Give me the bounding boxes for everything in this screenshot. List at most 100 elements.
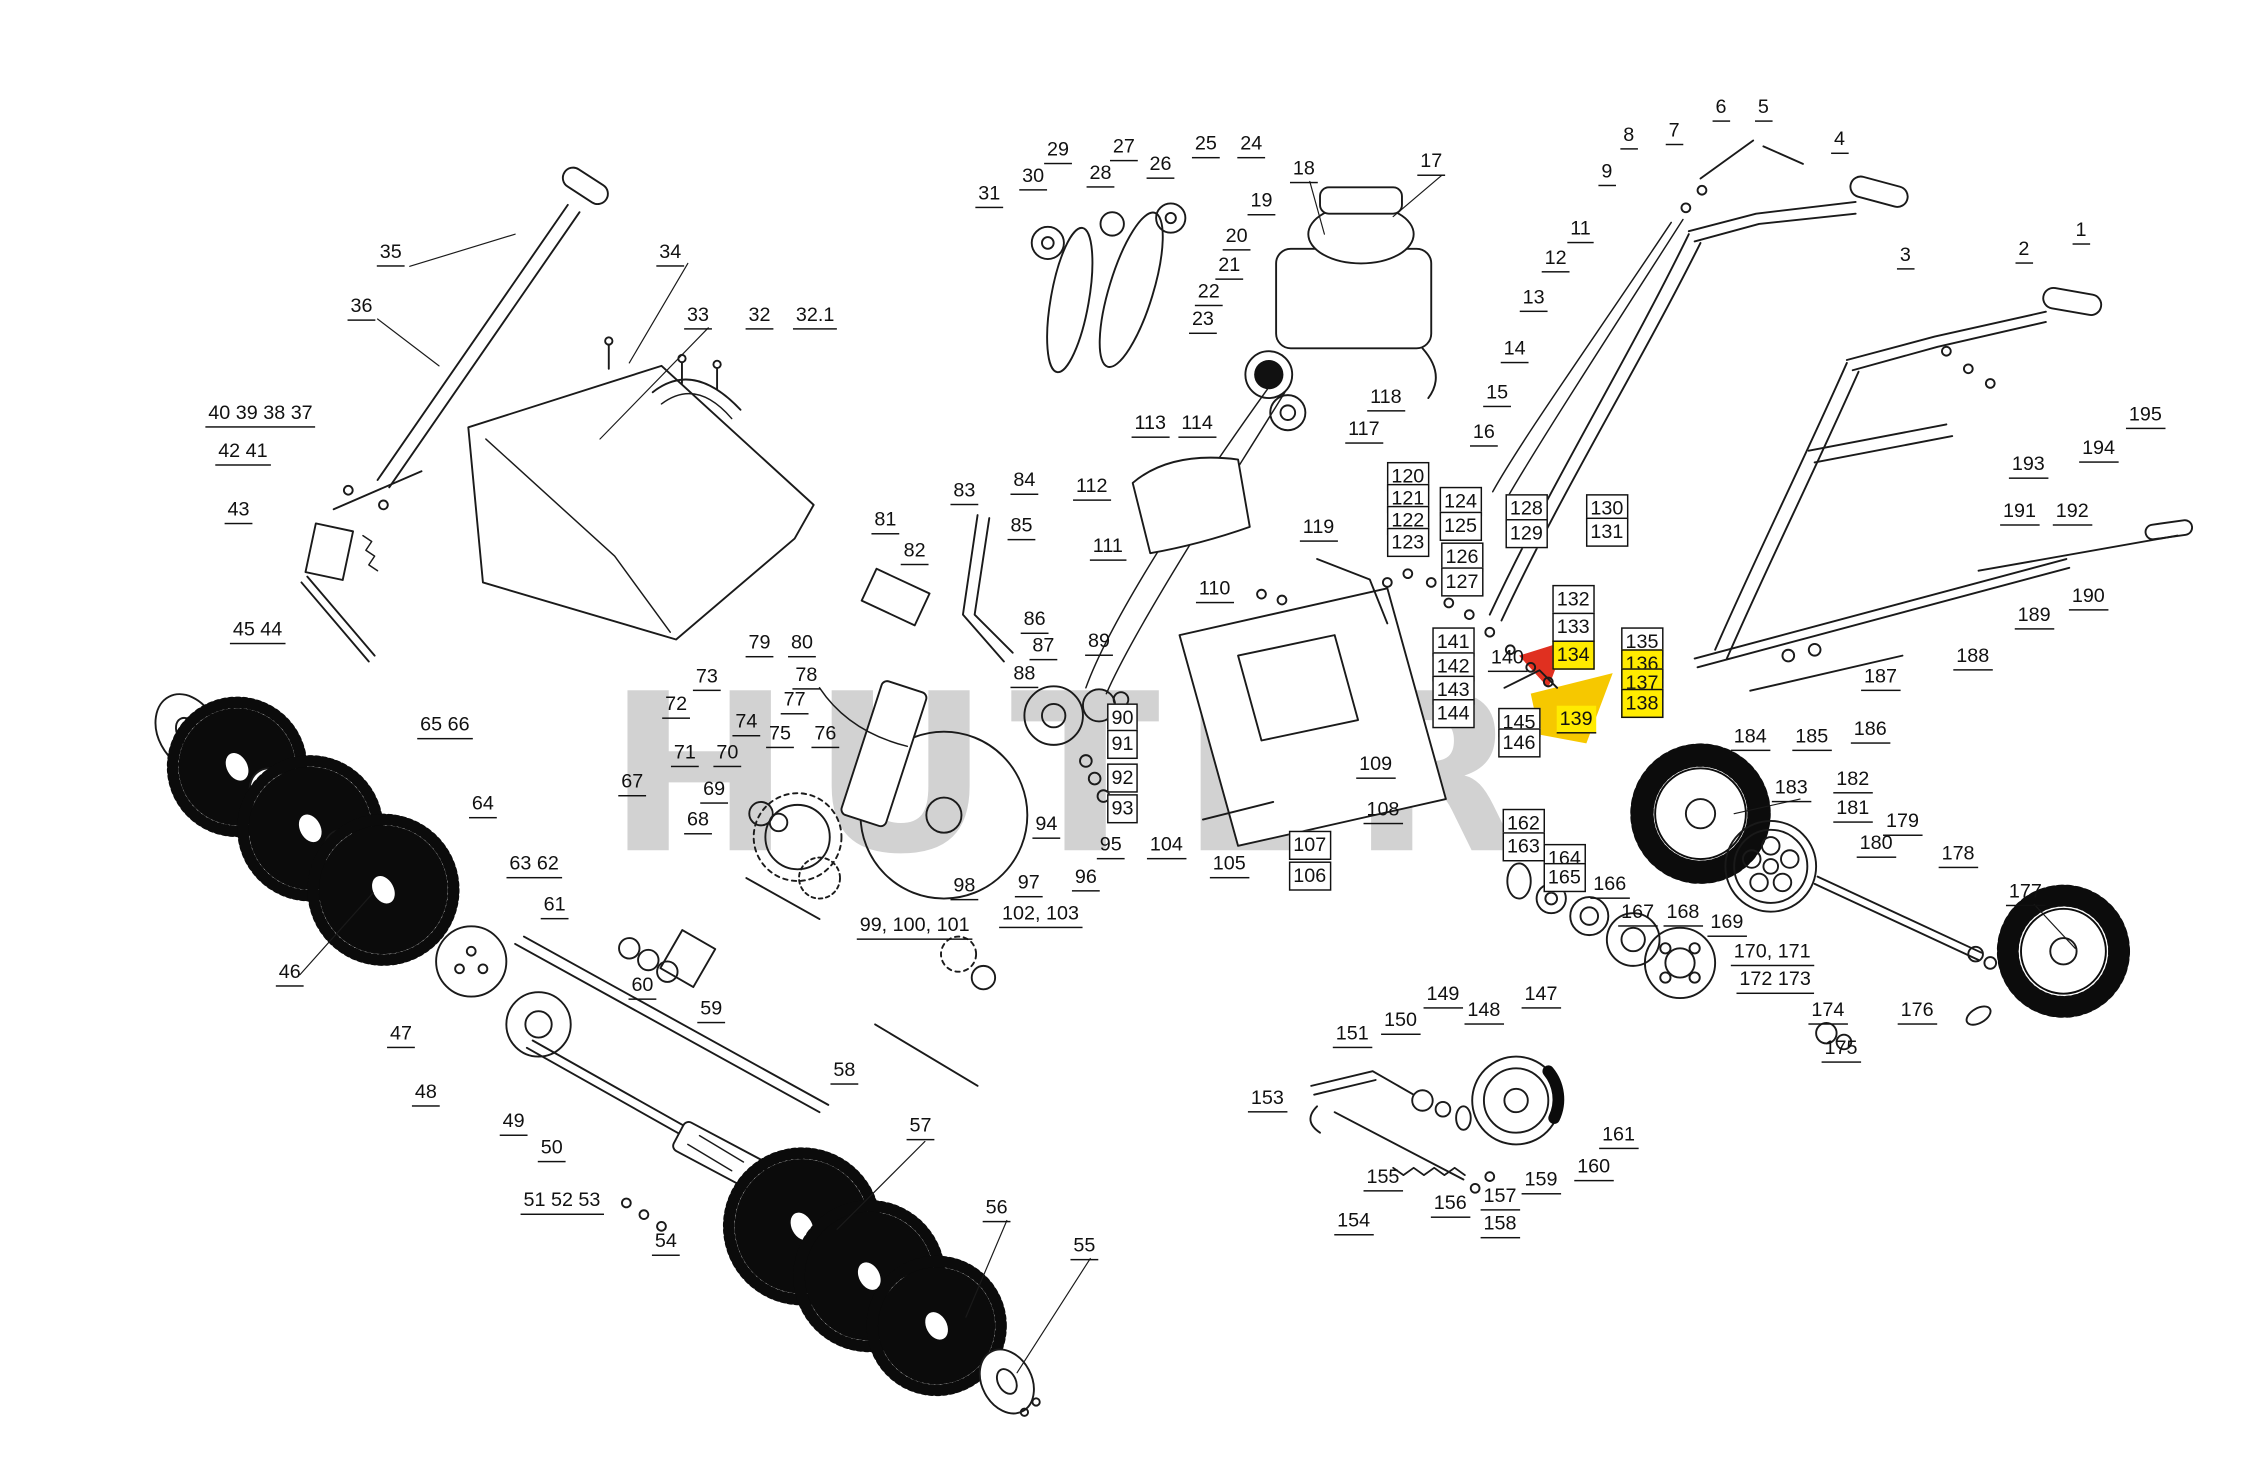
part-label-89[interactable]: 89 <box>1085 628 1113 656</box>
part-label-175[interactable]: 175 <box>1821 1035 1861 1063</box>
part-label-194[interactable]: 194 <box>2079 435 2118 463</box>
part-label-180[interactable]: 180 <box>1856 830 1896 858</box>
part-label-156[interactable]: 156 <box>1430 1190 1470 1218</box>
part-label-184[interactable]: 184 <box>1730 723 1770 751</box>
part-label-163[interactable]: 163 <box>1502 832 1545 861</box>
part-label-64[interactable]: 64 <box>469 791 497 818</box>
part-label-11[interactable]: 11 <box>1567 215 1594 243</box>
part-label-32.1[interactable]: 32.1 <box>792 302 838 329</box>
part-label-144[interactable]: 144 <box>1432 699 1475 728</box>
part-label-186[interactable]: 186 <box>1850 716 1890 744</box>
part-label-58[interactable]: 58 <box>830 1057 859 1085</box>
part-label-102-103[interactable]: 102, 103 <box>999 900 1082 928</box>
part-label-73[interactable]: 73 <box>692 663 721 691</box>
part-label-96[interactable]: 96 <box>1071 864 1100 891</box>
part-label-80[interactable]: 80 <box>788 630 816 657</box>
part-label-166[interactable]: 166 <box>1590 871 1630 899</box>
part-label-108[interactable]: 108 <box>1363 796 1403 824</box>
part-label-93[interactable]: 93 <box>1107 794 1138 823</box>
part-label-77[interactable]: 77 <box>780 687 809 714</box>
part-label-183[interactable]: 183 <box>1771 775 1811 802</box>
part-label-3[interactable]: 3 <box>1896 242 1914 269</box>
part-label-72[interactable]: 72 <box>662 691 691 719</box>
part-label-126[interactable]: 126 <box>1441 542 1483 572</box>
part-label-123[interactable]: 123 <box>1386 527 1429 557</box>
part-label-87[interactable]: 87 <box>1029 633 1058 660</box>
part-label-159[interactable]: 159 <box>1521 1167 1561 1194</box>
part-label-42-41[interactable]: 42 41 <box>215 438 271 466</box>
part-label-68[interactable]: 68 <box>684 807 712 834</box>
part-label-22[interactable]: 22 <box>1194 278 1223 306</box>
part-label-158[interactable]: 158 <box>1480 1211 1520 1238</box>
part-label-9[interactable]: 9 <box>1598 158 1616 186</box>
part-label-97[interactable]: 97 <box>1014 870 1043 897</box>
part-label-33[interactable]: 33 <box>684 302 712 329</box>
part-label-109[interactable]: 109 <box>1356 751 1396 779</box>
part-label-131[interactable]: 131 <box>1585 517 1628 547</box>
part-label-127[interactable]: 127 <box>1441 567 1483 596</box>
part-label-19[interactable]: 19 <box>1247 188 1276 215</box>
part-label-185[interactable]: 185 <box>1792 723 1832 751</box>
part-label-169[interactable]: 169 <box>1707 909 1747 937</box>
part-label-81[interactable]: 81 <box>871 507 900 534</box>
part-label-151[interactable]: 151 <box>1332 1020 1372 1048</box>
part-label-70[interactable]: 70 <box>713 739 742 767</box>
part-label-43[interactable]: 43 <box>224 496 253 524</box>
part-label-57[interactable]: 57 <box>906 1113 935 1140</box>
part-label-14[interactable]: 14 <box>1500 335 1529 363</box>
part-label-13[interactable]: 13 <box>1519 284 1548 312</box>
part-label-18[interactable]: 18 <box>1289 155 1318 183</box>
part-label-30[interactable]: 30 <box>1019 163 1048 190</box>
part-label-21[interactable]: 21 <box>1215 252 1244 280</box>
part-label-168[interactable]: 168 <box>1663 899 1703 927</box>
part-label-48[interactable]: 48 <box>411 1079 440 1107</box>
part-label-119[interactable]: 119 <box>1299 514 1338 542</box>
part-label-82[interactable]: 82 <box>900 537 929 565</box>
part-label-138[interactable]: 138 <box>1621 688 1663 718</box>
part-label-28[interactable]: 28 <box>1086 160 1115 188</box>
part-label-132[interactable]: 132 <box>1552 584 1595 614</box>
part-label-110[interactable]: 110 <box>1195 575 1234 603</box>
part-label-105[interactable]: 105 <box>1209 851 1249 878</box>
part-label-15[interactable]: 15 <box>1483 379 1512 407</box>
part-label-47[interactable]: 47 <box>387 1020 415 1048</box>
part-label-55[interactable]: 55 <box>1070 1233 1099 1260</box>
part-label-67[interactable]: 67 <box>618 769 647 796</box>
part-label-128[interactable]: 128 <box>1505 494 1548 523</box>
part-label-27[interactable]: 27 <box>1109 134 1138 161</box>
part-label-125[interactable]: 125 <box>1439 511 1482 541</box>
part-label-155[interactable]: 155 <box>1363 1164 1403 1191</box>
part-label-160[interactable]: 160 <box>1574 1154 1614 1181</box>
part-label-84[interactable]: 84 <box>1010 467 1039 495</box>
part-label-172-173[interactable]: 172 173 <box>1736 966 1814 994</box>
part-label-76[interactable]: 76 <box>811 720 840 748</box>
part-label-149[interactable]: 149 <box>1423 981 1463 1008</box>
part-label-111[interactable]: 111 <box>1089 533 1126 561</box>
part-label-50[interactable]: 50 <box>537 1135 566 1162</box>
part-label-45-44[interactable]: 45 44 <box>229 616 286 644</box>
part-label-86[interactable]: 86 <box>1020 606 1049 634</box>
part-label-178[interactable]: 178 <box>1938 840 1978 868</box>
part-label-170-171[interactable]: 170, 171 <box>1730 938 1814 966</box>
part-label-59[interactable]: 59 <box>697 995 726 1023</box>
part-label-191[interactable]: 191 <box>2000 498 2039 526</box>
part-label-192[interactable]: 192 <box>2052 498 2092 526</box>
part-label-90[interactable]: 90 <box>1107 703 1138 733</box>
part-label-16[interactable]: 16 <box>1469 419 1498 447</box>
part-label-61[interactable]: 61 <box>540 892 569 919</box>
part-label-176[interactable]: 176 <box>1897 997 1937 1025</box>
part-label-54[interactable]: 54 <box>651 1228 680 1256</box>
part-label-148[interactable]: 148 <box>1464 997 1504 1025</box>
part-label-188[interactable]: 188 <box>1953 643 1993 670</box>
part-label-98[interactable]: 98 <box>950 873 979 900</box>
part-label-85[interactable]: 85 <box>1007 513 1036 540</box>
part-label-17[interactable]: 17 <box>1417 148 1446 176</box>
part-label-104[interactable]: 104 <box>1146 832 1186 859</box>
part-label-40-39-38-37[interactable]: 40 39 38 37 <box>205 400 316 428</box>
part-label-112[interactable]: 112 <box>1073 473 1111 501</box>
part-label-23[interactable]: 23 <box>1189 306 1217 334</box>
part-label-107[interactable]: 107 <box>1288 830 1331 860</box>
part-label-161[interactable]: 161 <box>1599 1121 1638 1149</box>
part-label-95[interactable]: 95 <box>1096 832 1125 859</box>
part-label-106[interactable]: 106 <box>1288 861 1331 891</box>
